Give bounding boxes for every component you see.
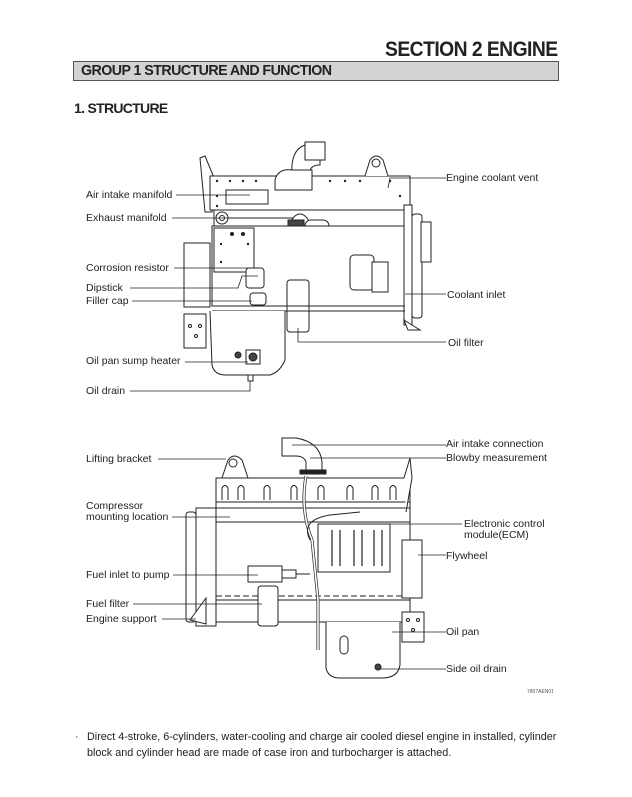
label-filler-cap: Filler cap (86, 295, 129, 307)
label-oil-pan: Oil pan (446, 626, 480, 638)
label-engine-support: Engine support (86, 613, 157, 625)
figure-code: 7807AEN01 (527, 689, 554, 695)
section-title: SECTION 2 ENGINE (385, 38, 558, 61)
label-exhaust-manifold: Exhaust manifold (86, 212, 167, 224)
label-engine-coolant-vent: Engine coolant vent (446, 172, 539, 184)
label-module-ecm: module(ECM) (464, 529, 529, 541)
label-air-intake-manifold: Air intake manifold (86, 189, 173, 201)
note-bullet: · (75, 731, 79, 743)
subsection-title: 1. STRUCTURE (74, 100, 168, 116)
bottom-leader-lines (133, 444, 462, 670)
label-oil-filter: Oil filter (448, 337, 484, 349)
label-fuel-inlet-to-pump: Fuel inlet to pump (86, 569, 170, 581)
label-compressor: Compressor (86, 500, 144, 512)
label-mounting-location: mounting location (86, 511, 169, 523)
label-side-oil-drain: Side oil drain (446, 663, 507, 675)
label-lifting-bracket: Lifting bracket (86, 453, 152, 465)
label-oil-pan-sump-heater: Oil pan sump heater (86, 355, 181, 367)
group-title-bar: GROUP 1 STRUCTURE AND FUNCTION (73, 61, 559, 81)
note-text: Direct 4-stroke, 6-cylinders, water-cool… (87, 731, 557, 759)
label-blowby-measurement: Blowby measurement (446, 452, 547, 464)
label-fuel-filter: Fuel filter (86, 598, 130, 610)
label-flywheel: Flywheel (446, 550, 488, 562)
label-coolant-inlet: Coolant inlet (447, 289, 506, 301)
group-title: GROUP 1 STRUCTURE AND FUNCTION (81, 62, 332, 79)
label-dipstick: Dipstick (86, 282, 123, 294)
label-air-intake-connection: Air intake connection (446, 438, 544, 450)
top-leader-lines (130, 177, 446, 392)
engine-bottom-illustration (185, 437, 425, 679)
label-oil-drain: Oil drain (86, 385, 126, 397)
label-corrosion-resistor: Corrosion resistor (86, 262, 169, 274)
engine-top-illustration (183, 141, 432, 382)
label-electronic-control: Electronic control (464, 518, 545, 530)
